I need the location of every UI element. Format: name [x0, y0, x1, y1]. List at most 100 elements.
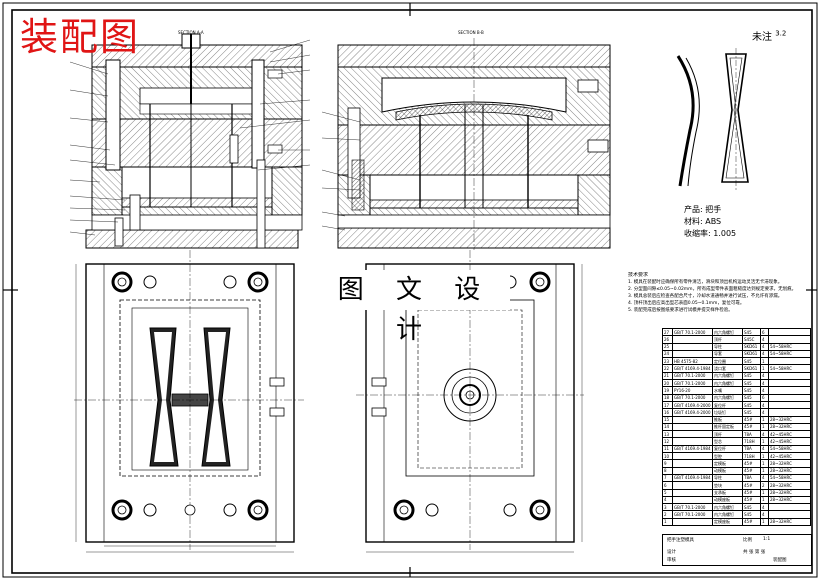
bom-cell: 17: [662, 400, 673, 410]
bom-cell: 1: [760, 422, 769, 432]
bom-cell: 45#: [742, 481, 761, 490]
title-block: 把手注塑模具 比例 1:1 设计 审核 共 张 第 张 装配图: [662, 534, 812, 566]
bom-cell: 内六角螺钉: [712, 393, 743, 402]
bom-cell: 水嘴: [712, 386, 743, 395]
bom-cell: GB/T 70.1-2000: [672, 510, 713, 519]
bom-cell: [672, 459, 713, 468]
bom-cell: S45C: [742, 335, 761, 344]
bom-cell: 内六角螺钉: [712, 503, 743, 512]
bom-cell: 45#: [742, 415, 761, 424]
bom-cell: 54~58HRC: [768, 473, 811, 483]
bom-cell: 42~45HRC: [768, 452, 811, 461]
bom-cell: 4: [760, 371, 769, 381]
bom-cell: 23: [662, 357, 673, 366]
tech-line: 4. 顶杆顶出后应高出型芯表面0.05~0.1mm，复位可靠。: [628, 301, 745, 306]
bom-cell: 1: [760, 488, 769, 497]
assembly-title: 装配图: [20, 15, 141, 59]
bom-cell: 1: [760, 459, 769, 468]
bom-cell: [768, 400, 811, 410]
bom-cell: SKD61: [742, 364, 761, 373]
rough-value: 3.2: [775, 29, 787, 38]
side-section-view: [321, 38, 611, 250]
bom-cell: GB/T 4169.4-2000: [672, 400, 713, 410]
bom-cell: 45#: [742, 495, 761, 505]
bom-cell: 28~32HRC: [768, 415, 811, 424]
bom-cell: 4: [760, 335, 769, 344]
bom-cell: S45: [742, 503, 761, 512]
bom-cell: 3: [662, 503, 673, 512]
bom-cell: 14: [662, 422, 673, 432]
bom-cell: S45: [742, 386, 761, 395]
tech-line: 1. 模具在装配时应确保所有零件清洁，滑块和顶出机构运动灵活无卡滞现象。: [628, 280, 783, 285]
bom-cell: 4: [760, 386, 769, 395]
bom-cell: 28~32HRC: [768, 481, 811, 490]
product-material: 材料: ABS: [684, 217, 722, 226]
tech-title: 技术要求: [628, 272, 649, 278]
bom-cell: PY16-20: [672, 386, 713, 395]
bom-cell: [672, 495, 713, 505]
bom-cell: 型腔: [712, 452, 743, 461]
bom-cell: 8: [662, 466, 673, 475]
bom-cell: 16: [662, 408, 673, 417]
bom-cell: 内六角螺钉: [712, 379, 743, 388]
bom-cell: 复位杆: [712, 400, 743, 410]
bom-cell: [672, 452, 713, 461]
bom-cell: 19: [662, 386, 673, 395]
bom-cell: 10: [662, 452, 673, 461]
bom-cell: [672, 430, 713, 439]
bom-cell: 54~58HRC: [768, 342, 811, 351]
bom-cell: 42~45HRC: [768, 437, 811, 446]
moving-half-plan-view: [74, 250, 304, 553]
bom-cell: 4: [760, 510, 769, 519]
bom-cell: 动模板: [712, 466, 743, 475]
bom-cell: [672, 349, 713, 359]
title-block-name: 把手注塑模具: [667, 538, 694, 543]
bom-cell: 42~45HRC: [768, 430, 811, 439]
bom-cell: 25: [662, 342, 673, 351]
bom-cell: 54~58HRC: [768, 349, 811, 359]
product-name: 产品: 把手: [684, 205, 722, 214]
bom-cell: 6: [760, 327, 769, 337]
technical-requirements: 技术要求 1. 模具在装配时应确保所有零件清洁，滑块和顶出机构运动灵活无卡滞现象…: [628, 272, 808, 314]
section-label-mid: SECTION B-B: [458, 30, 484, 35]
bom-cell: 复位杆: [712, 444, 743, 454]
bom-cell: 13: [662, 430, 673, 439]
bom-cell: [672, 335, 713, 344]
bom-cell: 15: [662, 415, 673, 424]
bom-cell: [672, 517, 713, 527]
bom-cell: 顶杆: [712, 335, 743, 344]
bom-cell: GB/T 4169.4-1984: [672, 364, 713, 373]
bom-cell: [672, 481, 713, 490]
bom-cell: 45#: [742, 459, 761, 468]
bom-cell: 4: [760, 473, 769, 483]
bom-cell: 26: [662, 335, 673, 344]
bom-cell: S45: [742, 327, 761, 337]
bom-cell: [768, 408, 811, 417]
product-shrinkage: 收缩率: 1.005: [684, 229, 737, 238]
bom-cell: 12: [662, 437, 673, 446]
bom-cell: S45: [742, 510, 761, 519]
bom-cell: 导柱: [712, 342, 743, 351]
rough-label: 未注: [752, 32, 772, 43]
bom-cell: 1: [760, 357, 769, 366]
bom-cell: [768, 379, 811, 388]
bom-cell: 6: [760, 393, 769, 402]
bom-cell: GB/T 4169.4-1984: [672, 444, 713, 454]
bom-cell: S45: [742, 371, 761, 381]
title-block-drawn: 设计: [667, 550, 676, 555]
bom-cell: GB/T 70.1-2000: [672, 371, 713, 381]
bom-cell: T8A: [742, 444, 761, 454]
tech-line: 2. 分型面间隙≤0.05~0.02mm，所有成型零件表面粗糙度达到规定要求，无…: [628, 287, 797, 292]
bom-cell: SKD61: [742, 342, 761, 351]
bom-cell: 1: [760, 517, 769, 527]
bom-cell: 28~32HRC: [768, 422, 811, 432]
